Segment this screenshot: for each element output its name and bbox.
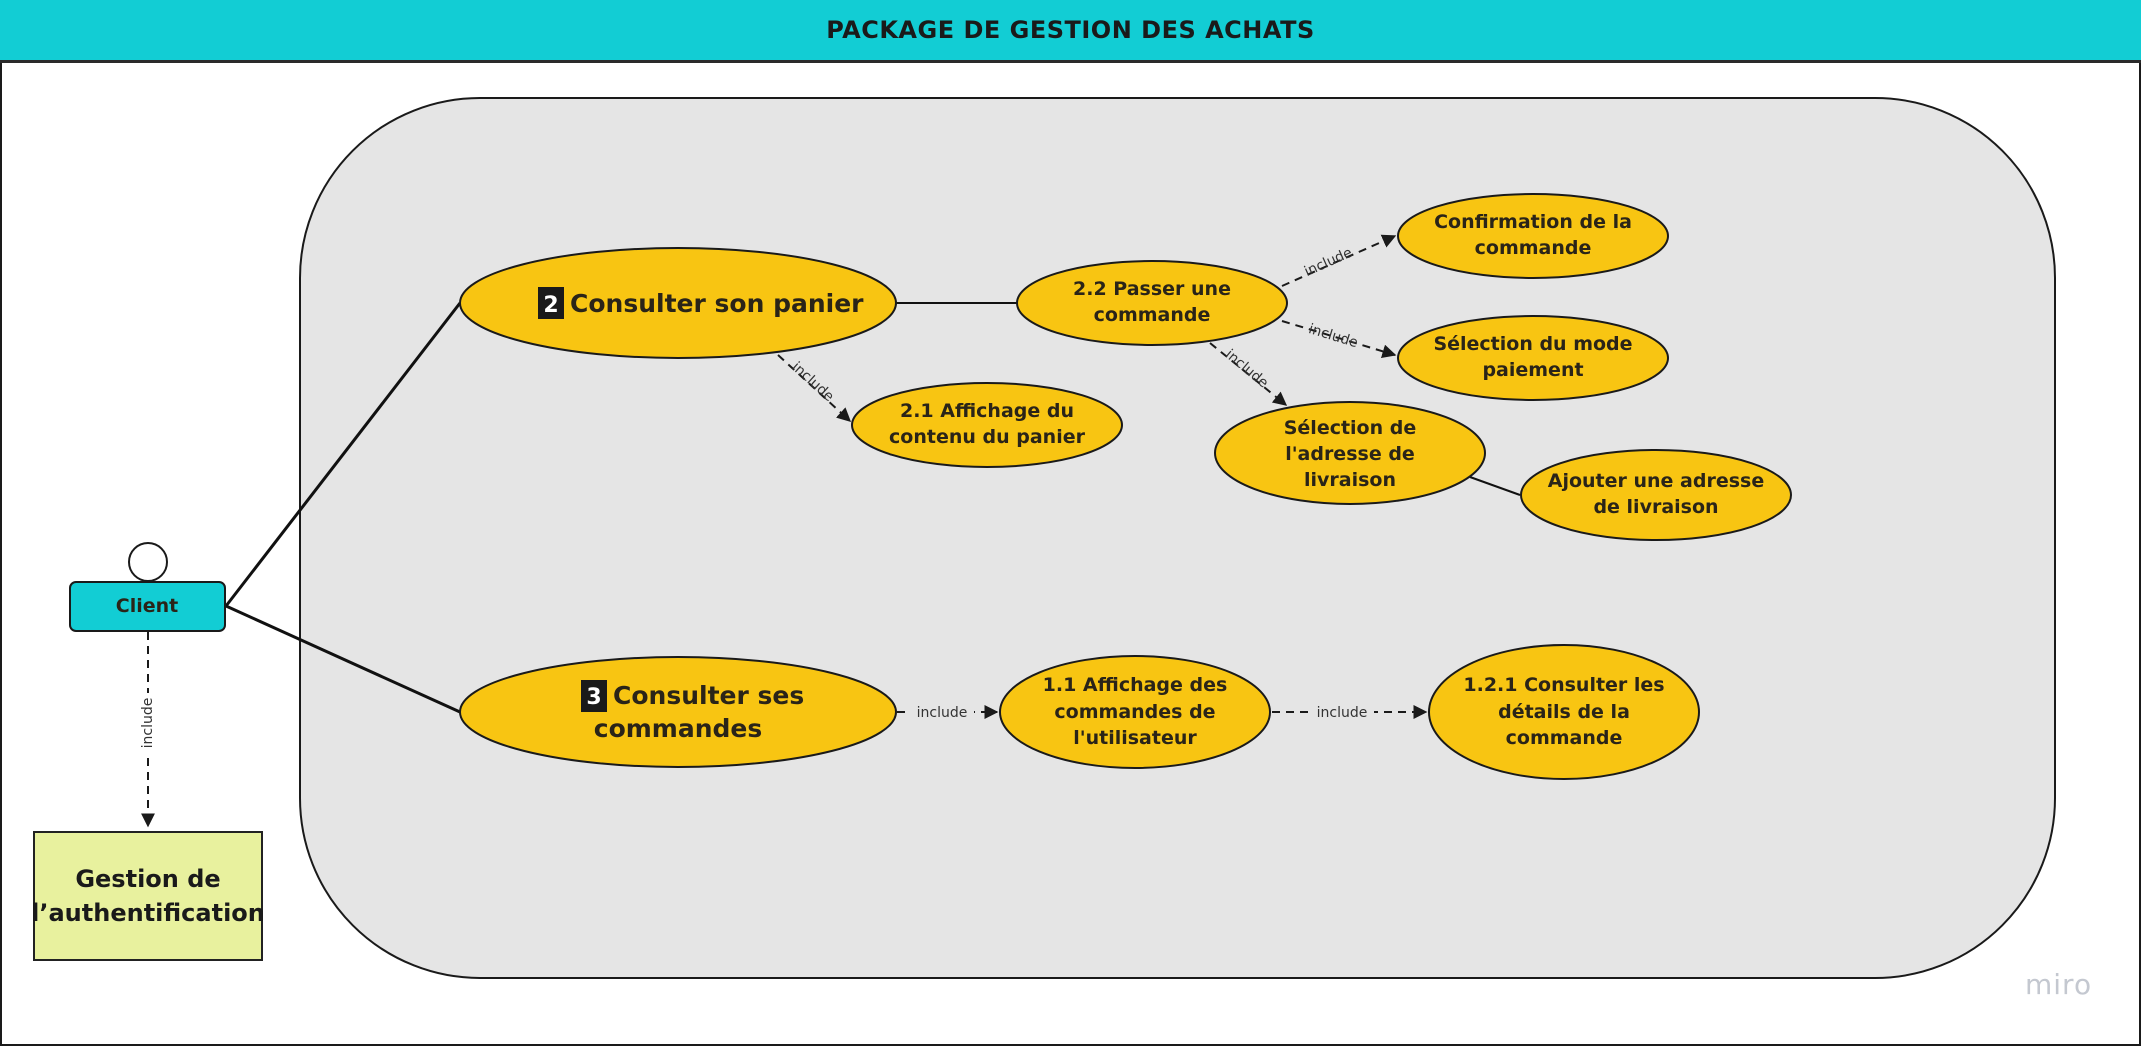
usecase-consulter-commandes[interactable] [459, 656, 897, 768]
usecase-passer-commande[interactable] [1016, 260, 1288, 346]
usecase-affichage-commandes-line2: commandes de [1054, 701, 1215, 723]
include-label-affichage-commandes: include [917, 705, 968, 721]
usecase-adresse-livraison-line2: l'adresse de [1285, 443, 1415, 465]
usecase-affichage-panier[interactable] [851, 382, 1123, 468]
usecase-mode-paiement-line1: Sélection du mode [1433, 333, 1632, 355]
include-arrow-affichage-panier [777, 354, 852, 422]
usecase-affichage-commandes[interactable] [999, 655, 1271, 769]
include-arrow-confirmation [1281, 234, 1397, 287]
usecase-adresse-livraison[interactable] [1214, 401, 1486, 505]
actor-head-icon [128, 542, 168, 582]
association-adresse-ajouter [1469, 476, 1521, 496]
usecase-passer-commande-line1: 2.2 Passer une [1073, 278, 1231, 300]
package-title: PACKAGE DE GESTION DES ACHATS [826, 16, 1315, 44]
usecase-mode-paiement[interactable] [1397, 315, 1669, 401]
miro-watermark: miro [2025, 968, 2093, 1001]
usecase-consulter-panier[interactable] [459, 247, 897, 359]
number-badge-2 [538, 287, 564, 319]
package-header: PACKAGE DE GESTION DES ACHATS [0, 0, 2141, 63]
include-arrow-adresse [1209, 342, 1288, 406]
number-badge-2-text: 2 [543, 293, 558, 318]
number-badge-3-text: 3 [586, 685, 601, 710]
usecase-adresse-livraison-line3: livraison [1304, 469, 1396, 491]
usecase-affichage-commandes-line3: l'utilisateur [1073, 727, 1197, 749]
actor-client[interactable] [69, 581, 226, 632]
include-label-auth: include [140, 698, 156, 749]
association-client-panier [224, 302, 462, 607]
auth-package-box[interactable]: Gestion de l’authentification [31, 831, 265, 961]
system-boundary [299, 97, 2056, 979]
number-badge-3 [581, 680, 607, 712]
usecase-details-commande-line1: 1.2.1 Consulter les [1463, 674, 1664, 696]
include-label-details: include [1317, 705, 1368, 721]
usecase-consulter-panier-label: Consulter son panier [570, 289, 864, 318]
usecase-consulter-commandes-line1: Consulter ses [613, 681, 804, 710]
usecase-ajouter-adresse-line1: Ajouter une adresse [1548, 470, 1765, 492]
usecase-mode-paiement-line2: paiement [1482, 359, 1583, 381]
usecase-ajouter-adresse[interactable] [1520, 449, 1792, 541]
actor-client-label: Client [116, 595, 178, 617]
usecase-passer-commande-line2: commande [1094, 304, 1211, 326]
usecase-confirmation[interactable] [1397, 193, 1669, 279]
usecase-consulter-commandes-line2: commandes [594, 714, 763, 743]
usecase-ajouter-adresse-line2: de livraison [1593, 496, 1718, 518]
usecase-affichage-panier-line1: 2.1 Affichage du [900, 400, 1074, 422]
association-client-commandes [225, 604, 461, 714]
usecase-confirmation-line2: commande [1475, 237, 1592, 259]
usecase-details-commande-line3: commande [1506, 727, 1623, 749]
usecase-affichage-panier-line2: contenu du panier [889, 426, 1086, 448]
usecase-affichage-commandes-line1: 1.1 Affichage des [1043, 674, 1228, 696]
usecase-adresse-livraison-line1: Sélection de [1284, 417, 1417, 439]
usecase-details-commande[interactable] [1428, 644, 1700, 780]
usecase-details-commande-line2: détails de la [1498, 701, 1630, 723]
usecase-confirmation-line1: Confirmation de la [1434, 211, 1632, 233]
include-arrow-paiement [1281, 320, 1397, 359]
